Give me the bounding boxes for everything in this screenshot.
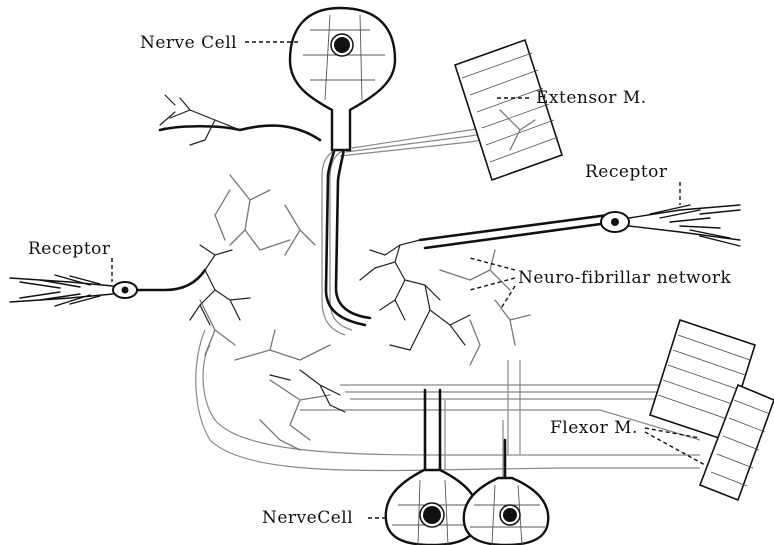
- label-flexor-muscle: Flexor M.: [550, 418, 638, 438]
- label-receptor-left: Receptor: [28, 239, 111, 259]
- label-extensor-muscle: Extensor M.: [536, 88, 647, 108]
- black-axons: [135, 110, 608, 480]
- left-receptor: [10, 275, 137, 306]
- label-nerve-cell-bottom: NerveCell: [262, 508, 353, 528]
- extensor-muscle: [455, 40, 562, 180]
- bottom-nerve-cell-right: [464, 478, 548, 545]
- right-receptor: [601, 205, 740, 246]
- top-nerve-cell: [290, 8, 395, 150]
- label-nerve-cell-top: Nerve Cell: [140, 33, 237, 53]
- label-receptor-right: Receptor: [585, 162, 668, 182]
- grey-fibril-branches: [200, 175, 530, 450]
- label-neuro-fibrillar-network: Neuro-fibrillar network: [518, 268, 731, 288]
